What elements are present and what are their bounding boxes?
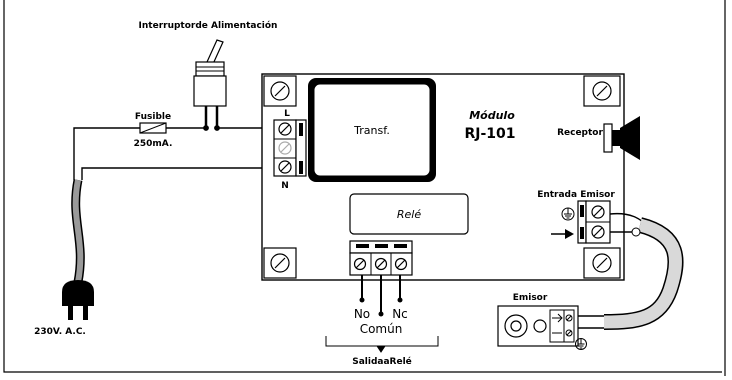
relay-no-label: No (354, 307, 370, 321)
relay-output-label: SalidaaRelé (352, 356, 412, 367)
switch-label: Interruptorde Alimentación (139, 20, 278, 31)
outer-frame (3, 0, 726, 376)
terminal-n-label: N (281, 181, 289, 191)
fuse: Fusible 250mA. (134, 112, 173, 149)
switch-body (193, 75, 227, 107)
relay-terminal-block: No Nc Común (349, 240, 413, 336)
emitter-input: Entrada Emisor (537, 190, 615, 244)
receiver: Receptor (557, 116, 640, 160)
ground-icon (561, 207, 575, 221)
module-title: Módulo (469, 109, 515, 122)
terminal-l-label: L (284, 109, 290, 119)
emitter-input-label: Entrada Emisor (537, 190, 615, 200)
mounting-hole-bottom-right (583, 247, 621, 279)
supply-voltage-label: 230V. A.C. (34, 327, 86, 337)
relay-common-label: Común (360, 322, 403, 336)
mounting-hole-top-left (263, 75, 297, 107)
fuse-rating: 250mA. (134, 139, 173, 149)
emitter-transducer (504, 314, 547, 338)
emitter: Emisor (497, 293, 587, 350)
receiver-label: Receptor (557, 128, 603, 138)
power-cable (71, 179, 85, 283)
switch-lever (206, 39, 224, 65)
emitter-label: Emisor (513, 293, 548, 303)
mounting-hole-top-right (583, 75, 621, 107)
power-terminal-block: L N (273, 109, 307, 191)
power-plug: 230V. A.C. (34, 280, 94, 337)
relay: Relé (349, 193, 469, 235)
relay-label: Relé (397, 208, 421, 221)
switch-nut (195, 61, 225, 77)
mounting-hole-bottom-left (263, 247, 297, 279)
transformer: Transf. (308, 78, 436, 182)
mounting-holes (263, 75, 621, 279)
mains-wiring (73, 125, 276, 180)
arrow-right-icon (551, 229, 574, 239)
relay-nc-label: Nc (392, 307, 408, 321)
fuse-label: Fusible (135, 112, 171, 122)
power-switch: Interruptorde Alimentación (139, 20, 278, 128)
emitter-ground-icon (575, 338, 587, 350)
module-model: RJ-101 (464, 126, 515, 142)
transformer-label: Transf. (353, 124, 390, 137)
emitter-cable (578, 212, 684, 330)
relay-output-bracket (325, 336, 439, 353)
